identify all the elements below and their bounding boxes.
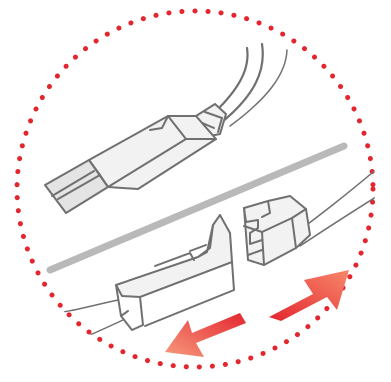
usb-cable-icon — [44, 42, 288, 214]
dotted-border-circle — [14, 8, 376, 370]
right-connector-icon — [243, 161, 375, 266]
left-connector-icon — [47, 214, 235, 351]
pull-arrow-left-icon — [165, 313, 246, 357]
pull-arrow-right-icon — [269, 270, 349, 321]
divider-line — [46, 142, 348, 274]
